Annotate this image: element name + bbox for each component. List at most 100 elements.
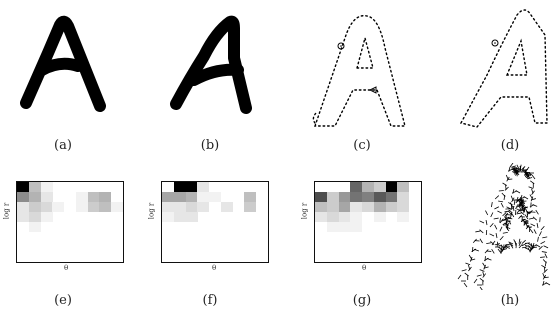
caption-a: (a) bbox=[33, 138, 93, 153]
tangent-vector bbox=[520, 165, 521, 170]
caption-d: (d) bbox=[480, 138, 540, 153]
histogram-bin bbox=[350, 192, 362, 202]
histogram-bin bbox=[374, 202, 386, 212]
letter-a-contour-points-deformed bbox=[455, 5, 555, 130]
tangent-vector bbox=[524, 196, 528, 199]
tangent-vector bbox=[542, 237, 547, 238]
histogram-bin bbox=[386, 202, 398, 212]
tangent-vector bbox=[495, 196, 499, 199]
tangent-vector bbox=[529, 218, 534, 219]
histogram-bin bbox=[327, 222, 339, 232]
histogram-bin bbox=[339, 202, 351, 212]
histogram-bin bbox=[386, 192, 398, 202]
tangent-vector bbox=[541, 241, 545, 243]
histogram-bin bbox=[29, 192, 41, 202]
tangent-vector bbox=[507, 179, 512, 180]
tangent-vector bbox=[503, 183, 507, 186]
tangent-vector bbox=[464, 283, 467, 287]
tangent-vector bbox=[505, 247, 510, 249]
histogram-bin bbox=[174, 212, 186, 222]
tangent-vector bbox=[485, 211, 487, 215]
tangent-vector bbox=[480, 239, 483, 243]
histogram-bin bbox=[397, 202, 409, 212]
histogram-bin bbox=[186, 202, 198, 212]
tangent-vector bbox=[529, 187, 534, 189]
histogram-bin bbox=[88, 192, 100, 202]
tangent-vector bbox=[505, 244, 510, 245]
tangent-vector bbox=[514, 239, 516, 243]
histogram-bin bbox=[244, 202, 256, 212]
tangent-vector bbox=[532, 175, 535, 179]
tangent-vector bbox=[480, 287, 483, 290]
tangent-vector bbox=[475, 231, 480, 232]
caption-e: (e) bbox=[33, 293, 93, 308]
histogram-bin bbox=[99, 202, 111, 212]
tangent-vector bbox=[540, 257, 545, 258]
histogram-bin bbox=[315, 202, 327, 212]
tangent-vector bbox=[545, 254, 547, 258]
tangent-vector bbox=[495, 225, 497, 229]
tangent-vector bbox=[546, 282, 550, 285]
histogram-bin bbox=[111, 202, 123, 212]
histogram-bin bbox=[197, 192, 209, 202]
hist-xlabel: θ bbox=[362, 264, 366, 272]
histogram-bin bbox=[41, 192, 53, 202]
tangent-vector bbox=[477, 275, 482, 276]
tangent-vector bbox=[500, 236, 503, 240]
histogram-bin bbox=[174, 192, 186, 202]
histogram-bin bbox=[397, 182, 409, 192]
tangent-vector bbox=[500, 227, 502, 231]
histogram-bin bbox=[197, 182, 209, 192]
histogram-bin bbox=[315, 212, 327, 222]
contour-marker-circle bbox=[492, 40, 498, 46]
hist-ylabel: log r bbox=[2, 203, 10, 220]
tangent-vector bbox=[538, 237, 539, 242]
histogram-bin bbox=[186, 212, 198, 222]
histogram-bin bbox=[29, 182, 41, 192]
histogram-bin bbox=[17, 182, 29, 192]
hist-ylabel: log r bbox=[300, 203, 308, 220]
tangent-vector bbox=[474, 249, 479, 251]
histogram-bin bbox=[339, 192, 351, 202]
letter-a-thick bbox=[8, 8, 118, 120]
histogram-bin bbox=[174, 202, 186, 212]
tangent-vector bbox=[492, 249, 495, 253]
histogram-bin bbox=[197, 202, 209, 212]
caption-b: (b) bbox=[180, 138, 240, 153]
histogram-bin bbox=[186, 192, 198, 202]
histogram-bin bbox=[29, 202, 41, 212]
tangent-vector bbox=[530, 229, 533, 233]
tangent-vector bbox=[498, 201, 503, 202]
hist-xlabel: θ bbox=[64, 264, 68, 272]
shape-context-histogram-e bbox=[16, 181, 124, 263]
tangent-vector bbox=[498, 249, 501, 253]
tangent-vector bbox=[522, 247, 527, 248]
histogram-bin bbox=[41, 202, 53, 212]
tangent-vector bbox=[544, 246, 548, 248]
histogram-bin bbox=[339, 212, 351, 222]
histogram-bin bbox=[374, 182, 386, 192]
tangent-vector bbox=[519, 203, 524, 204]
histogram-bin bbox=[244, 192, 256, 202]
histogram-bin bbox=[99, 192, 111, 202]
histogram-bin bbox=[339, 222, 351, 232]
hist-ylabel: log r bbox=[147, 203, 155, 220]
histogram-bin bbox=[362, 192, 374, 202]
tangent-vector bbox=[480, 270, 485, 272]
letter-a-tangent-vectors bbox=[455, 163, 555, 290]
tangent-vector bbox=[486, 243, 491, 244]
tangent-vector bbox=[497, 211, 501, 213]
tangent-vector bbox=[536, 244, 540, 247]
tangent-vector bbox=[499, 190, 504, 191]
tangent-vector bbox=[514, 200, 515, 205]
tangent-vector bbox=[544, 277, 549, 278]
histogram-bin bbox=[174, 182, 186, 192]
tangent-vector bbox=[534, 229, 536, 233]
tangent-vector bbox=[513, 189, 514, 194]
tangent-vector bbox=[490, 234, 494, 236]
tangent-vector bbox=[536, 210, 539, 214]
caption-f: (f) bbox=[180, 293, 240, 308]
histogram-bin bbox=[350, 212, 362, 222]
tangent-vector bbox=[526, 167, 529, 171]
caption-c: (c) bbox=[332, 138, 392, 153]
